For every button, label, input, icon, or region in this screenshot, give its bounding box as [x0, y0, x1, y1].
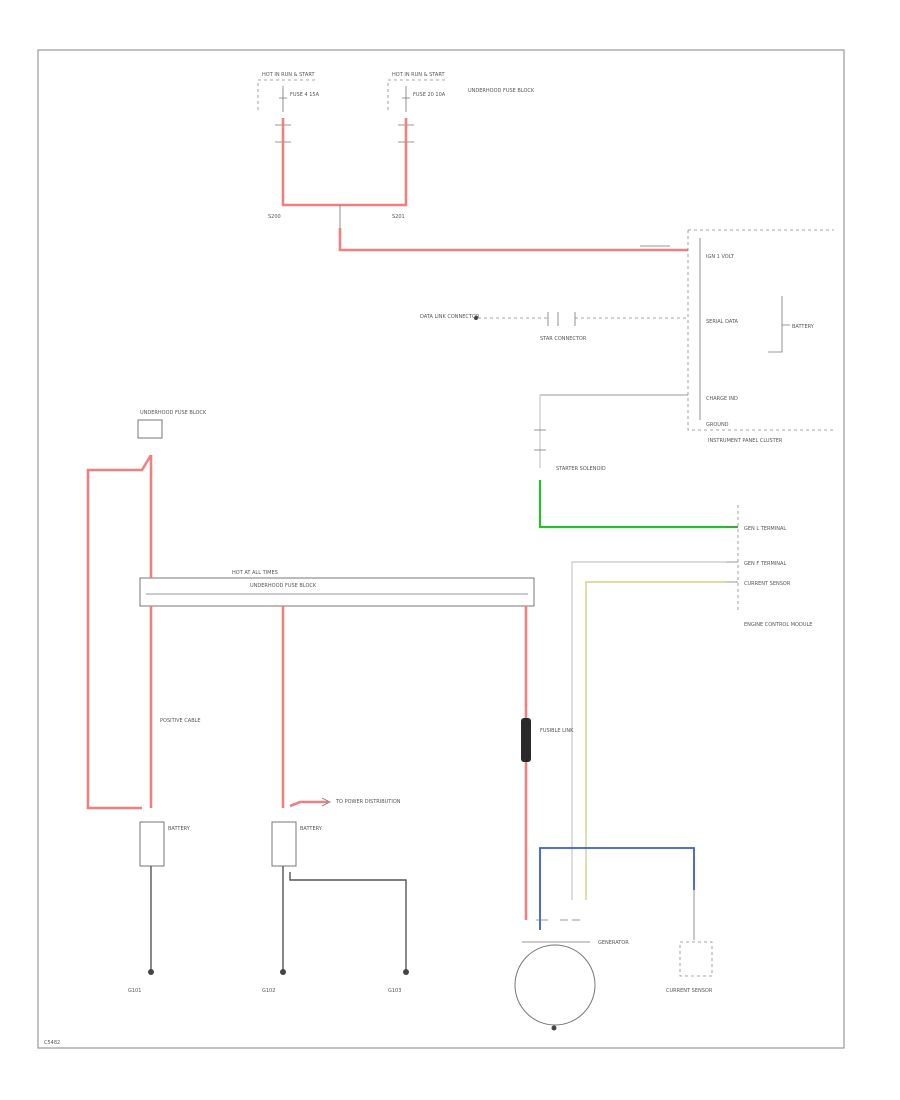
svg-text:IGN 1 VOLT: IGN 1 VOLT	[706, 254, 735, 260]
svg-text:FUSIBLE LINK: FUSIBLE LINK	[540, 728, 574, 734]
wire-fuse-left	[281, 118, 408, 207]
svg-text:GEN F TERMINAL: GEN F TERMINAL	[744, 561, 786, 567]
svg-text:FUSE 4 15A: FUSE 4 15A	[290, 92, 320, 98]
wire-blue	[539, 847, 695, 930]
wire-yellow	[585, 581, 726, 900]
svg-text:BATTERY: BATTERY	[792, 324, 815, 330]
battery-left: BATTERY G101	[128, 821, 191, 994]
bus-bar: HOT AT ALL TIMES UNDERHOOD FUSE BLOCK	[139, 570, 535, 607]
svg-text:POSITIVE CABLE: POSITIVE CABLE	[160, 718, 201, 724]
svg-text:INSTRUMENT PANEL CLUSTER: INSTRUMENT PANEL CLUSTER	[708, 438, 783, 444]
svg-text:CURRENT SENSOR: CURRENT SENSOR	[666, 988, 713, 994]
svg-text:HOT IN RUN & START: HOT IN RUN & START	[262, 72, 315, 78]
svg-text:G103: G103	[388, 988, 401, 994]
svg-text:TO POWER DISTRIBUTION: TO POWER DISTRIBUTION	[335, 799, 401, 805]
serial-data-line: DATA LINK CONNECTOR STAR CONNECTOR	[420, 312, 688, 342]
battery-mid: BATTERY G102 G103	[262, 821, 409, 994]
svg-text:DATA LINK CONNECTOR: DATA LINK CONNECTOR	[420, 314, 480, 320]
svg-text:S200: S200	[268, 214, 281, 220]
svg-text:GROUND: GROUND	[706, 422, 729, 428]
instrument-panel-cluster: IGN 1 VOLT SERIAL DATA CHARGE IND GROUND…	[687, 229, 834, 444]
svg-text:STARTER SOLENOID: STARTER SOLENOID	[556, 466, 606, 472]
svg-text:HOT IN RUN & START: HOT IN RUN & START	[392, 72, 445, 78]
svg-text:GEN L TERMINAL: GEN L TERMINAL	[744, 526, 786, 532]
svg-text:UNDERHOOD FUSE BLOCK: UNDERHOOD FUSE BLOCK	[140, 410, 207, 416]
generator: GENERATOR	[514, 847, 695, 1031]
diagram-frame	[37, 49, 845, 1049]
svg-text:GENERATOR: GENERATOR	[598, 940, 629, 946]
svg-text:BATTERY: BATTERY	[300, 826, 323, 832]
svg-text:UNDERHOOD FUSE BLOCK: UNDERHOOD FUSE BLOCK	[250, 583, 317, 589]
svg-text:BATTERY: BATTERY	[168, 826, 191, 832]
svg-text:HOT AT ALL TIMES: HOT AT ALL TIMES	[232, 570, 278, 576]
svg-text:S201: S201	[392, 214, 405, 220]
svg-text:SERIAL DATA: SERIAL DATA	[706, 319, 739, 325]
svg-text:CHARGE IND: CHARGE IND	[706, 396, 738, 402]
svg-text:G102: G102	[262, 988, 275, 994]
wire-to-cluster-ign	[338, 228, 688, 252]
svg-text:FUSE 20 10A: FUSE 20 10A	[413, 92, 446, 98]
starter-top: UNDERHOOD FUSE BLOCK	[86, 410, 207, 810]
svg-text:ENGINE CONTROL MODULE: ENGINE CONTROL MODULE	[744, 622, 812, 628]
engine-control-module: GEN L TERMINAL GEN F TERMINAL CURRENT SE…	[726, 505, 812, 628]
fuse-block-label: UNDERHOOD FUSE BLOCK	[468, 88, 535, 94]
fusible-link	[521, 718, 531, 762]
page-code: C5482	[44, 1040, 60, 1046]
svg-text:STAR CONNECTOR: STAR CONNECTOR	[540, 336, 587, 342]
svg-text:G101: G101	[128, 988, 141, 994]
current-sensor: CURRENT SENSOR	[666, 890, 713, 994]
fuse-left: HOT IN RUN & START FUSE 4 15A	[257, 72, 320, 112]
wire-green	[538, 480, 738, 529]
fuse-right: HOT IN RUN & START FUSE 20 10A	[387, 72, 448, 112]
svg-text:CURRENT SENSOR: CURRENT SENSOR	[744, 581, 791, 587]
